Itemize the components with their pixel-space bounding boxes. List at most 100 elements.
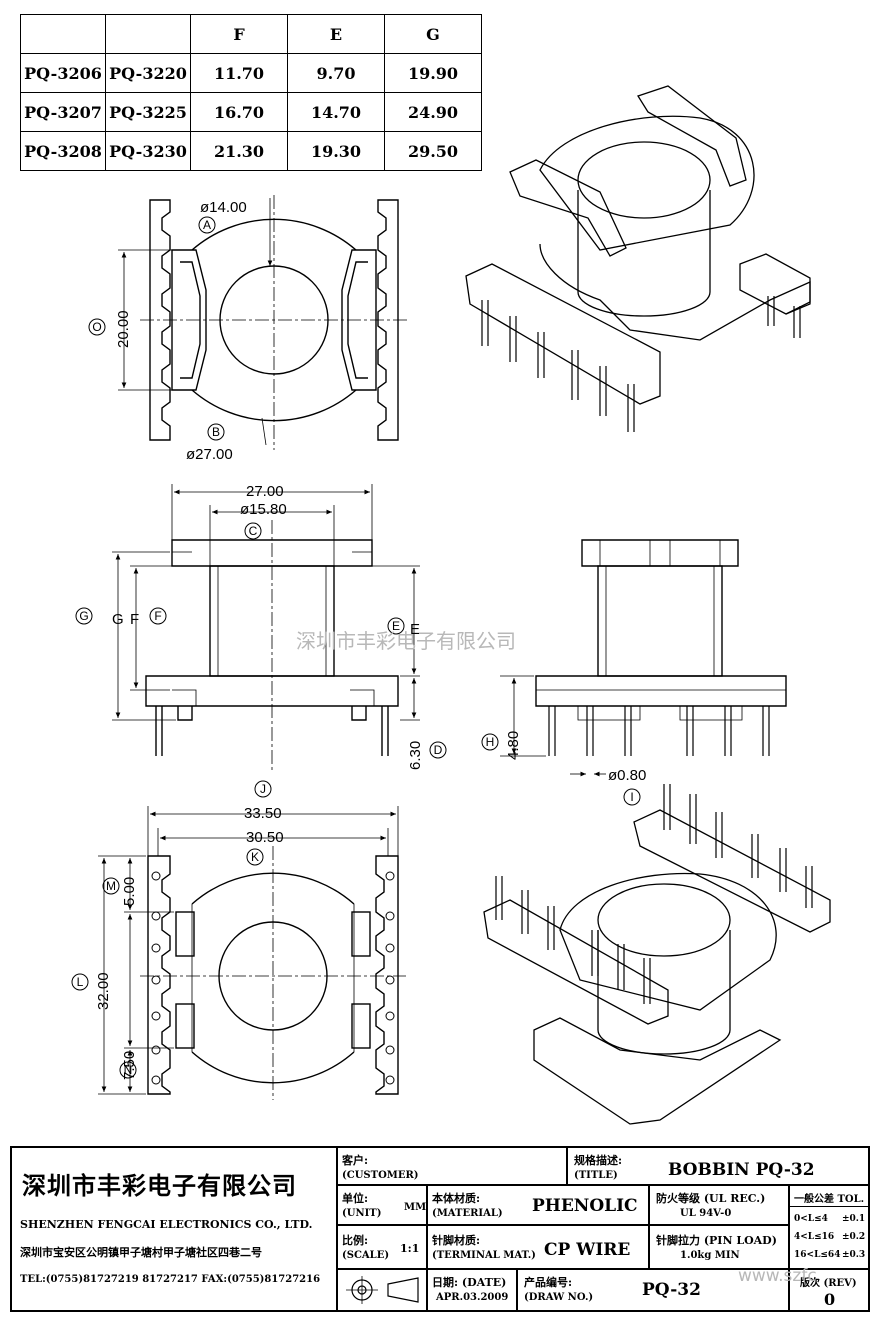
table-cell: PQ-3220 — [105, 53, 191, 93]
draw-no-label-en: (DRAW NO.) — [524, 1292, 594, 1303]
draw-no-cell: 产品编号: (DRAW NO.) PQ-32 — [518, 1270, 790, 1310]
top-view — [118, 195, 410, 450]
material-label-en: (MATERIAL) — [432, 1208, 503, 1219]
title-label-en: (TITLE) — [574, 1170, 618, 1181]
dim-3200: 32.00 — [95, 972, 112, 1010]
table-row: PQ-3207 PQ-3225 16.70 14.70 24.90 — [20, 92, 482, 132]
callout-i: I — [630, 790, 633, 804]
tolerance-cell: 一般公差 TOL. 0<L≤4 ±0.1 4<L≤16 ±0.2 16<L≤64… — [790, 1186, 868, 1270]
tol-range-1: 0<L≤4 — [794, 1214, 828, 1224]
dim-500: 5.00 — [121, 877, 138, 906]
callout-l: L — [77, 975, 84, 989]
material-label: 本体材质: — [432, 1192, 481, 1205]
tol-range-3: 16<L≤64 — [794, 1250, 841, 1260]
revision-value: 0 — [824, 1290, 836, 1309]
flame-label: 防火等级 (UL REC.) — [656, 1192, 766, 1205]
callout-o: O — [92, 320, 101, 334]
scale-label-en: (SCALE) — [342, 1250, 390, 1261]
draw-no-value: PQ-32 — [642, 1280, 701, 1300]
pin-load-value: 1.0kg MIN — [680, 1250, 740, 1261]
date-cell: 日期: (DATE) APR.03.2009 — [428, 1270, 518, 1310]
unit-label-en: (UNIT) — [342, 1208, 382, 1219]
dimension-table: F E G PQ-3206 PQ-3220 11.70 9.70 19.90 P… — [20, 14, 482, 171]
table-cell: 29.50 — [384, 131, 482, 171]
callouts: A B O C G F E D H I J K M L N — [71, 216, 641, 1079]
dim-g: G — [112, 611, 124, 628]
callout-b: B — [212, 425, 220, 439]
title-label: 规格描述: — [574, 1154, 623, 1167]
flame-cell: 防火等级 (UL REC.) UL 94V-0 — [650, 1186, 790, 1226]
terminal-label-en: (TERMINAL MAT.) — [432, 1250, 536, 1261]
watermark: 深圳市丰彩电子有限公司 — [296, 629, 516, 653]
dim-e: E — [410, 621, 420, 638]
dim-630: 6.30 — [407, 741, 424, 770]
customer-label-en: (CUSTOMER) — [342, 1170, 419, 1181]
table-row: PQ-3206 PQ-3220 11.70 9.70 19.90 — [20, 53, 482, 93]
dim-480: 4.80 — [505, 731, 522, 760]
callout-a: A — [203, 218, 211, 232]
callout-j: J — [260, 782, 266, 796]
company-name-cn: 深圳市丰彩电子有限公司 — [22, 1172, 297, 1200]
customer-cell: 客户: (CUSTOMER) — [338, 1148, 568, 1186]
dim-20: 20.00 — [115, 310, 132, 348]
dim-3050: 30.50 — [246, 829, 284, 846]
dim-750: 7.50 — [121, 1051, 138, 1080]
callout-k: K — [251, 850, 259, 864]
tolerance-label: 一般公差 TOL. — [794, 1194, 865, 1205]
material-cell: 本体材质: (MATERIAL) PHENOLIC — [428, 1186, 650, 1226]
dim-w27: 27.00 — [246, 483, 284, 500]
unit-value: MM — [404, 1202, 427, 1213]
projection-symbol-icon — [346, 1276, 419, 1304]
table-cell: PQ-3207 — [20, 92, 106, 132]
pin-load-cell: 针脚拉力 (PIN LOAD) 1.0kg MIN — [650, 1226, 790, 1270]
callout-g: G — [79, 609, 88, 623]
bottom-view — [98, 806, 406, 1100]
isometric-view-bottom — [483, 784, 831, 1125]
tol-value-2: ±0.2 — [842, 1232, 866, 1242]
side-view — [500, 539, 787, 777]
table-cell: 14.70 — [287, 92, 385, 132]
table-cell: 19.90 — [384, 53, 482, 93]
company-name-en: SHENZHEN FENGCAI ELECTRONICS CO., LTD. — [20, 1218, 313, 1231]
dim-d14: ø14.00 — [200, 199, 247, 216]
callout-f: F — [154, 609, 161, 623]
terminal-value: CP WIRE — [544, 1240, 631, 1260]
unit-cell: 单位: (UNIT) MM — [338, 1186, 428, 1226]
table-cell: 24.90 — [384, 92, 482, 132]
flame-value: UL 94V-0 — [680, 1208, 732, 1219]
table-cell: PQ-3230 — [105, 131, 191, 171]
tol-value-3: ±0.3 — [842, 1250, 866, 1260]
tol-value-1: ±0.1 — [842, 1214, 866, 1224]
table-row: PQ-3208 PQ-3230 21.30 19.30 29.50 — [20, 131, 482, 171]
dim-f: F — [130, 611, 139, 628]
terminal-label: 针脚材质: — [432, 1234, 481, 1247]
scale-value: 1:1 — [400, 1242, 420, 1255]
unit-label: 单位: — [342, 1192, 369, 1205]
company-panel: 深圳市丰彩电子有限公司 SHENZHEN FENGCAI ELECTRONICS… — [12, 1148, 338, 1310]
title-value: BOBBIN PQ-32 — [668, 1160, 815, 1180]
material-value: PHENOLIC — [532, 1196, 638, 1216]
table-cell: 21.30 — [190, 131, 288, 171]
callout-c: C — [249, 524, 258, 538]
table-cell: PQ-3208 — [20, 131, 106, 171]
dim-d15: ø15.80 — [240, 501, 287, 518]
callout-d: D — [434, 743, 443, 757]
terminal-cell: 针脚材质: (TERMINAL MAT.) CP WIRE — [428, 1226, 650, 1270]
title-cell: 规格描述: (TITLE) BOBBIN PQ-32 — [568, 1148, 868, 1186]
dim-d27: ø27.00 — [186, 446, 233, 463]
watermark-url: www.szfc — [738, 1266, 817, 1286]
table-cell: 19.30 — [287, 131, 385, 171]
title-block: 深圳市丰彩电子有限公司 SHENZHEN FENGCAI ELECTRONICS… — [10, 1146, 870, 1312]
table-header-cell: F — [190, 14, 288, 54]
scale-cell: 比例: (SCALE) 1:1 — [338, 1226, 428, 1270]
table-cell: PQ-3225 — [105, 92, 191, 132]
projection-symbol-cell — [338, 1270, 428, 1310]
customer-label: 客户: — [342, 1154, 369, 1167]
date-value: APR.03.2009 — [436, 1292, 509, 1303]
revision-cell: 版次 (REV) 0 — [790, 1270, 868, 1310]
company-phone: TEL:(0755)81727219 81727217 FAX:(0755)81… — [20, 1274, 321, 1285]
dim-3350: 33.50 — [244, 805, 282, 822]
front-view — [112, 484, 420, 770]
technical-drawing: ø14.00 ø27.00 20.00 27.00 ø — [71, 85, 831, 1125]
tol-range-2: 4<L≤16 — [794, 1232, 835, 1242]
